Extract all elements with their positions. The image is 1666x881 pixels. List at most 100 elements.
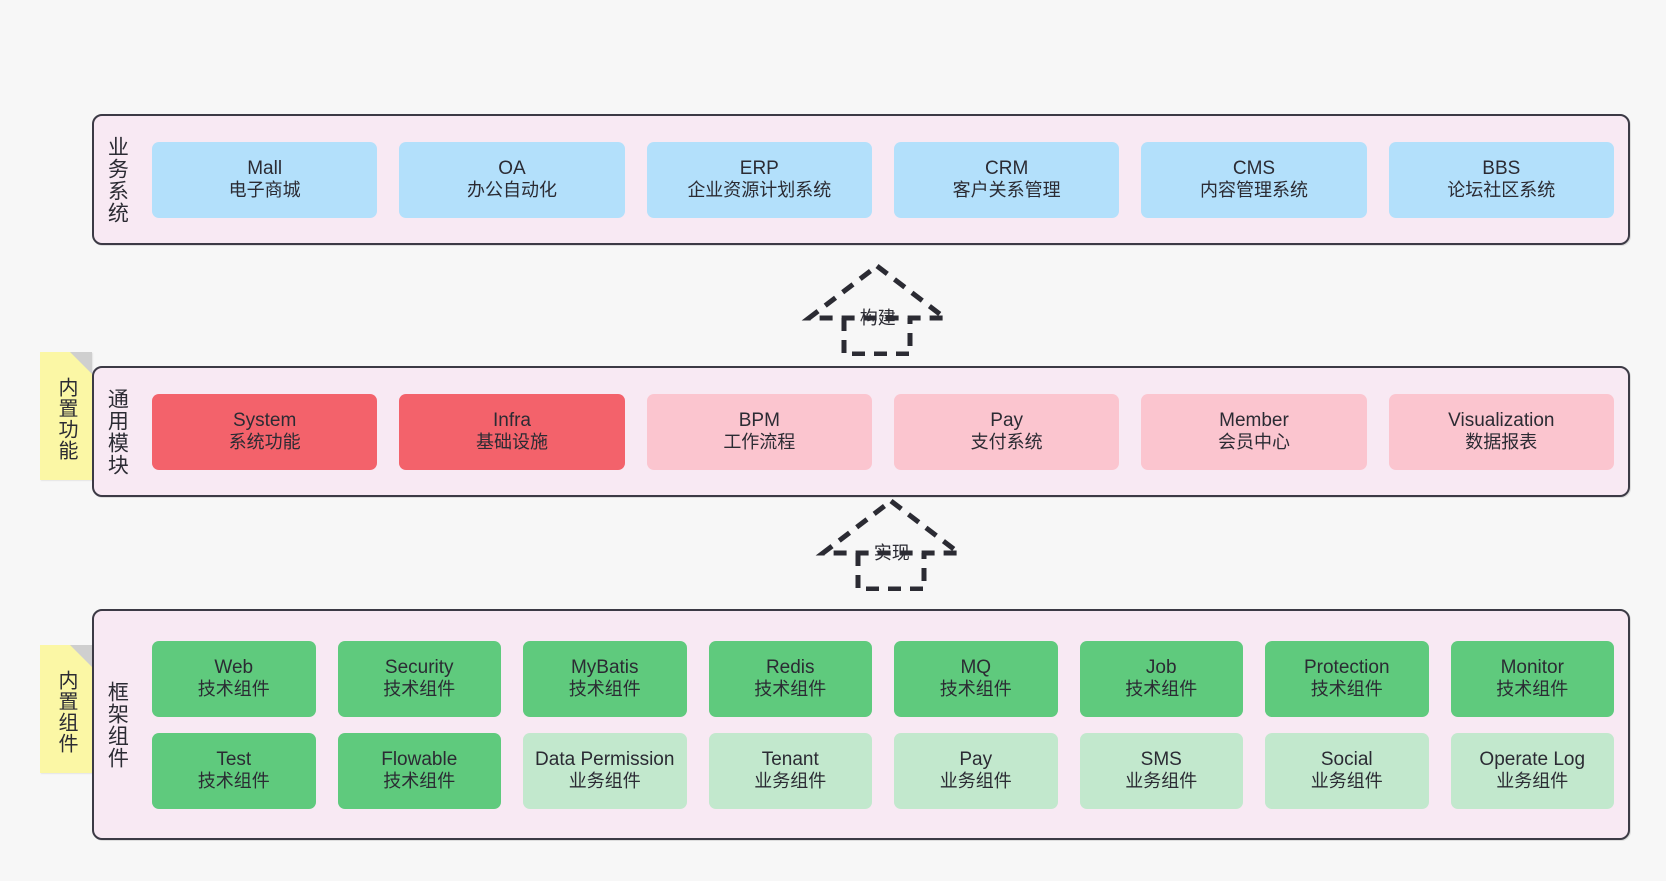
card-title-cn: 数据报表 xyxy=(1465,432,1538,453)
folded-corner-icon xyxy=(70,645,92,667)
card-title-cn: 业务组件 xyxy=(568,771,641,792)
card-title-en: CRM xyxy=(985,157,1029,179)
card-title-en: Monitor xyxy=(1500,656,1564,678)
module-card-cms[interactable]: CMS 内容管理系统 xyxy=(1141,141,1367,218)
component-card-redis[interactable]: Redis 技术组件 xyxy=(708,640,872,717)
component-card-test[interactable]: Test 技术组件 xyxy=(152,732,316,809)
card-title-en: Tenant xyxy=(761,748,819,770)
card-row: System 系统功能 Infra 基础设施 BPM 工作流程 Pay 支付系统… xyxy=(152,393,1614,470)
generalization-arrow-icon xyxy=(801,262,953,356)
card-title-en: MQ xyxy=(960,656,992,678)
card-title-cn: 会员中心 xyxy=(1217,432,1290,453)
card-title-en: Member xyxy=(1219,409,1289,431)
card-title-cn: 业务组件 xyxy=(754,771,827,792)
card-title-cn: 技术组件 xyxy=(939,679,1012,700)
card-title-en: Data Permission xyxy=(535,748,675,770)
component-card-flowable[interactable]: Flowable 技术组件 xyxy=(337,732,501,809)
card-title-cn: 技术组件 xyxy=(754,679,827,700)
component-card-pay[interactable]: Pay 业务组件 xyxy=(894,732,1058,809)
module-card-member[interactable]: Member 会员中心 xyxy=(1141,393,1367,470)
module-card-pay[interactable]: Pay 支付系统 xyxy=(893,393,1120,470)
component-card-tenant[interactable]: Tenant 业务组件 xyxy=(708,732,872,809)
card-title-en: Infra xyxy=(492,409,531,431)
module-card-oa[interactable]: OA 办公自动化 xyxy=(399,141,625,218)
card-title-en: Job xyxy=(1145,656,1177,678)
card-title-en: Operate Log xyxy=(1479,748,1586,770)
card-title-cn: 技术组件 xyxy=(197,771,270,792)
component-card-mq[interactable]: MQ 技术组件 xyxy=(894,640,1058,717)
component-card-operate-log[interactable]: Operate Log 业务组件 xyxy=(1450,732,1614,809)
component-card-security[interactable]: Security 技术组件 xyxy=(337,640,501,717)
layer-title-business-system: 业务系统 xyxy=(105,135,129,224)
module-card-infra[interactable]: Infra 基础设施 xyxy=(399,393,625,470)
card-title-cn: 技术组件 xyxy=(383,679,456,700)
layer-title-framework-component: 框架组件 xyxy=(105,680,129,769)
layer-body-business-system: Mall 电子商城 OA 办公自动化 ERP 企业资源计划系统 CRM 客户关系… xyxy=(138,116,1628,243)
card-title-cn: 论坛社区系统 xyxy=(1447,180,1556,201)
card-title-en: Visualization xyxy=(1448,409,1555,431)
component-card-web[interactable]: Web 技术组件 xyxy=(152,640,316,717)
module-card-erp[interactable]: ERP 企业资源计划系统 xyxy=(646,141,872,218)
module-card-crm[interactable]: CRM 客户关系管理 xyxy=(893,141,1120,218)
generalization-arrow-icon xyxy=(815,497,967,591)
card-title-cn: 技术组件 xyxy=(1496,679,1569,700)
card-title-cn: 技术组件 xyxy=(197,679,270,700)
note-builtin-features[interactable]: 内置功能 xyxy=(40,352,92,480)
card-row: Test 技术组件 Flowable 技术组件 Data Permission … xyxy=(152,732,1614,809)
card-title-cn: 电子商城 xyxy=(228,180,301,201)
component-card-job[interactable]: Job 技术组件 xyxy=(1079,640,1243,717)
card-title-en: MyBatis xyxy=(570,656,639,678)
folded-corner-icon xyxy=(70,352,92,374)
module-card-system[interactable]: System 系统功能 xyxy=(152,393,378,470)
connector-label-implement: 实现 xyxy=(873,543,910,563)
module-card-mall[interactable]: Mall 电子商城 xyxy=(152,141,378,218)
card-title-en: ERP xyxy=(739,157,779,179)
card-title-cn: 工作流程 xyxy=(723,432,796,453)
card-title-en: CMS xyxy=(1232,157,1276,179)
connector-label-build: 构建 xyxy=(859,308,896,328)
layer-common-module[interactable]: 通用模块 System 系统功能 Infra 基础设施 BPM 工作流程 Pay… xyxy=(92,366,1630,497)
component-card-data-permission[interactable]: Data Permission 业务组件 xyxy=(523,732,687,809)
component-card-mybatis[interactable]: MyBatis 技术组件 xyxy=(523,640,687,717)
connector-build: 构建 xyxy=(797,260,957,356)
layer-body-common-module: System 系统功能 Infra 基础设施 BPM 工作流程 Pay 支付系统… xyxy=(138,368,1628,495)
card-title-cn: 业务组件 xyxy=(1496,771,1569,792)
card-title-en: Mall xyxy=(247,157,283,179)
card-title-cn: 技术组件 xyxy=(383,771,456,792)
layer-title-common-module: 通用模块 xyxy=(105,387,129,476)
layer-framework-component[interactable]: 框架组件 Web 技术组件 Security 技术组件 MyBatis 技术组件… xyxy=(92,609,1630,840)
card-title-en: Pay xyxy=(959,748,993,770)
card-row: Web 技术组件 Security 技术组件 MyBatis 技术组件 Redi… xyxy=(152,640,1614,717)
note-label: 内置功能 xyxy=(55,377,77,461)
component-card-protection[interactable]: Protection 技术组件 xyxy=(1265,640,1429,717)
card-title-cn: 企业资源计划系统 xyxy=(687,180,832,201)
component-card-sms[interactable]: SMS 业务组件 xyxy=(1079,732,1243,809)
note-label: 内置组件 xyxy=(55,670,77,754)
module-card-bpm[interactable]: BPM 工作流程 xyxy=(646,393,872,470)
card-title-cn: 技术组件 xyxy=(1310,679,1383,700)
card-title-cn: 基础设施 xyxy=(475,432,548,453)
card-title-cn: 办公自动化 xyxy=(466,180,557,201)
card-title-en: Test xyxy=(216,748,252,770)
module-card-visualization[interactable]: Visualization 数据报表 xyxy=(1388,393,1614,470)
card-title-en: Security xyxy=(384,656,454,678)
card-title-en: Web xyxy=(214,656,254,678)
card-title-en: BBS xyxy=(1482,157,1521,179)
card-title-cn: 业务组件 xyxy=(1310,771,1383,792)
component-card-monitor[interactable]: Monitor 技术组件 xyxy=(1450,640,1614,717)
card-title-cn: 技术组件 xyxy=(568,679,641,700)
card-title-en: SMS xyxy=(1140,748,1182,770)
component-card-social[interactable]: Social 业务组件 xyxy=(1265,732,1429,809)
layer-body-framework-component: Web 技术组件 Security 技术组件 MyBatis 技术组件 Redi… xyxy=(138,611,1628,838)
card-title-cn: 业务组件 xyxy=(1125,771,1198,792)
card-title-cn: 技术组件 xyxy=(1125,679,1198,700)
note-builtin-components[interactable]: 内置组件 xyxy=(40,645,92,773)
card-title-en: Redis xyxy=(765,656,815,678)
card-title-cn: 业务组件 xyxy=(939,771,1012,792)
card-title-en: Social xyxy=(1320,748,1373,770)
connector-implement: 实现 xyxy=(811,495,971,591)
module-card-bbs[interactable]: BBS 论坛社区系统 xyxy=(1388,141,1614,218)
card-title-en: Protection xyxy=(1303,656,1390,678)
layer-business-system[interactable]: 业务系统 Mall 电子商城 OA 办公自动化 ERP 企业资源计划系统 CRM… xyxy=(92,114,1630,245)
